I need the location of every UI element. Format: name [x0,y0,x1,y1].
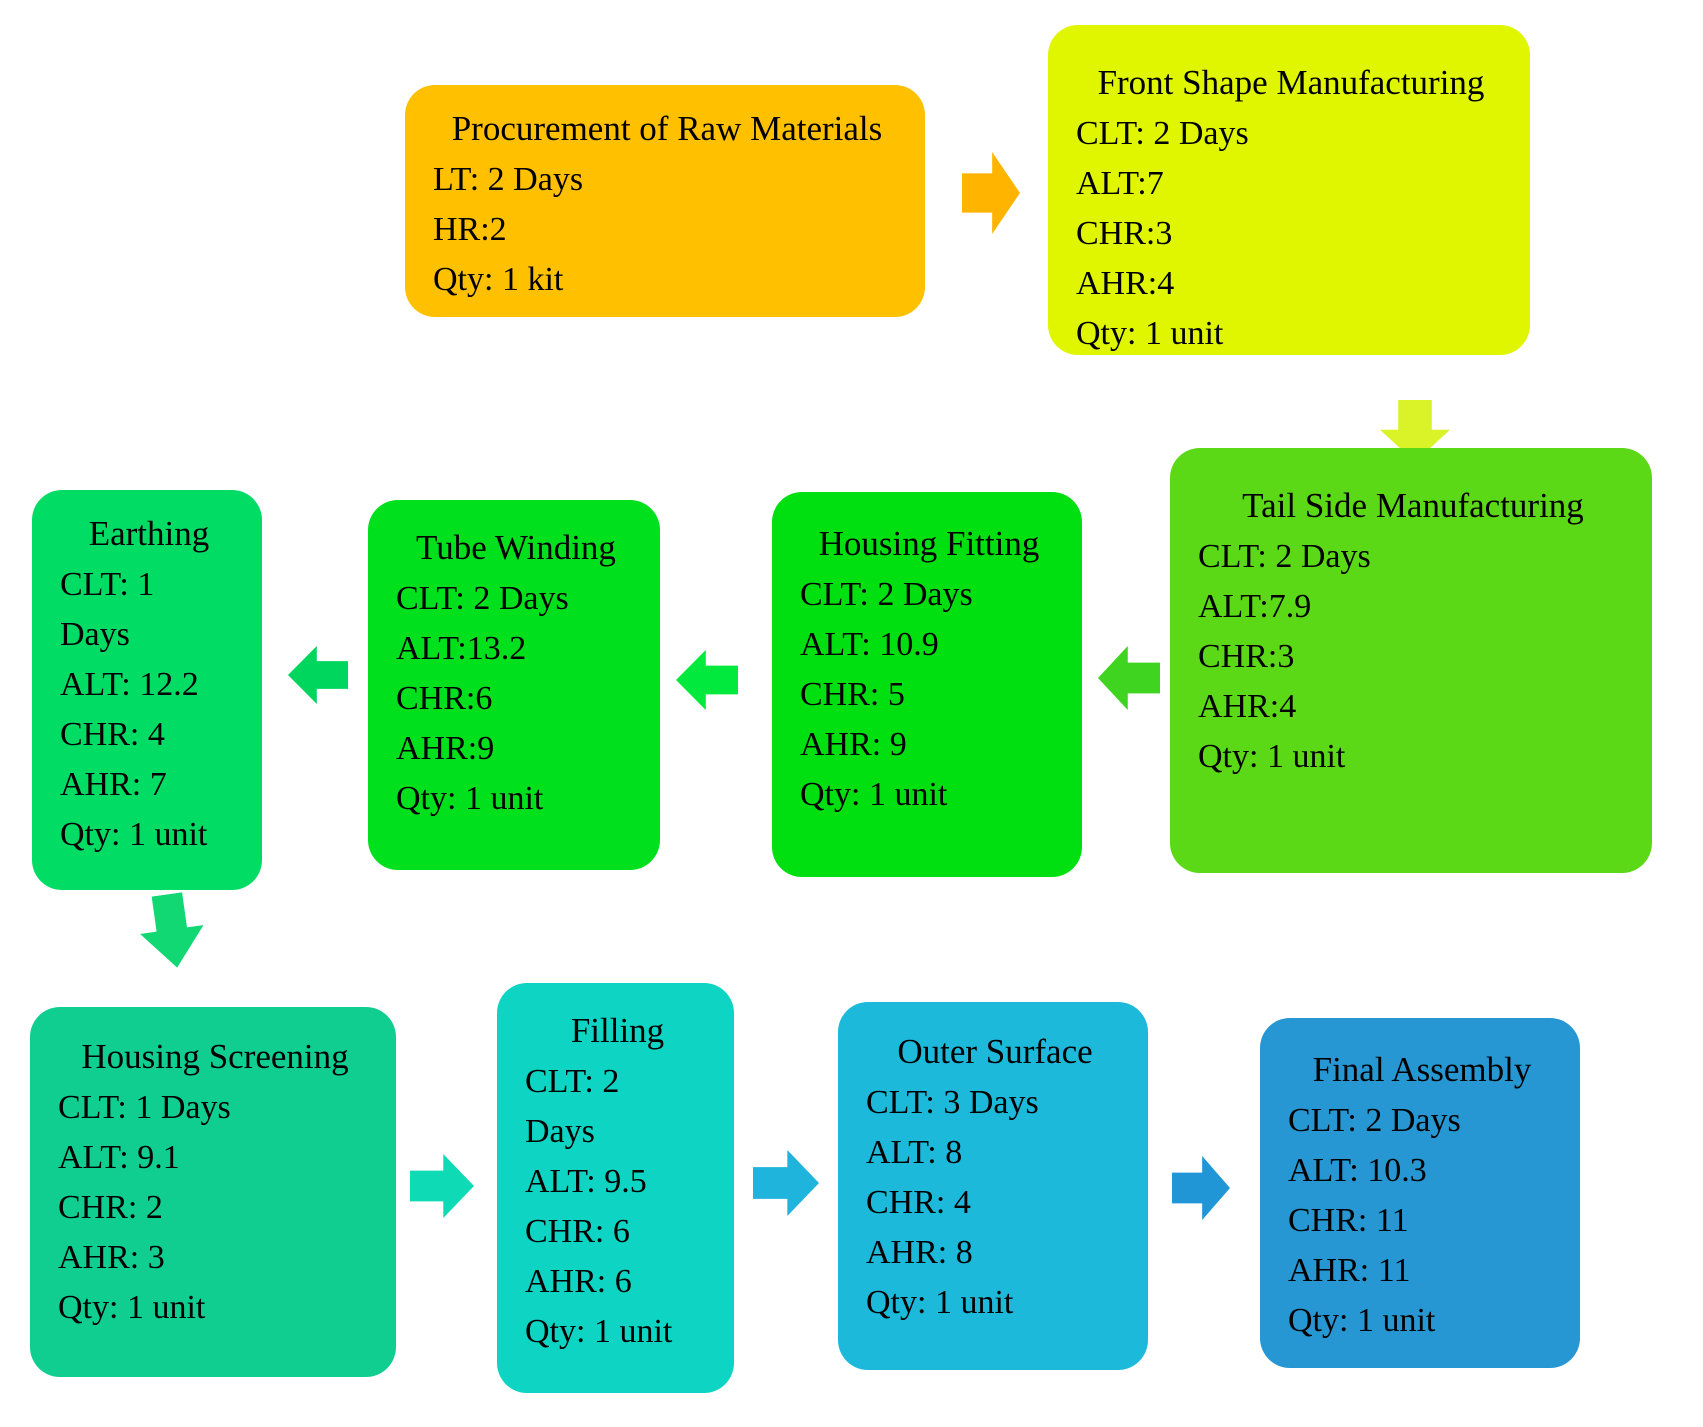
filling-line-days: Days [525,1113,595,1150]
left-arrow-icon [1098,646,1160,710]
housing-fitting-line-ahr: AHR: 9 [800,726,907,763]
tube-winding-line-ahr: AHR:9 [396,730,495,767]
right-arrow-icon [1172,1156,1230,1220]
housing-fitting-line-alt: ALT: 10.9 [800,626,939,663]
filling-line-alt: ALT: 9.5 [525,1163,647,1200]
filling-title: Filling [570,1011,665,1050]
earthing-line-alt: ALT: 12.2 [60,666,199,703]
outer-surface-line-chr: CHR: 4 [866,1184,971,1221]
housing-screening-line-clt: CLT: 1 Days [58,1089,231,1126]
right-arrow-icon [962,152,1020,234]
final-assembly-box: Final Assembly CLT: 2 Days ALT: 10.3 CHR… [1260,1018,1580,1368]
housing-fitting-title: Housing Fitting [818,524,1040,563]
final-assembly-line-clt: CLT: 2 Days [1288,1102,1461,1139]
housing-screening-box: Housing Screening CLT: 1 Days ALT: 9.1 C… [30,1007,396,1377]
tube-winding-line-alt: ALT:13.2 [396,630,527,667]
left-arrow-icon [676,650,738,710]
earthing-box: Earthing CLT: 1 Days ALT: 12.2 CHR: 4 AH… [32,490,262,890]
filling-line-ahr: AHR: 6 [525,1263,632,1300]
front-shape-line-qty: Qty: 1 unit [1076,315,1224,352]
tube-winding-line-clt: CLT: 2 Days [396,580,569,617]
filling-line-clt: CLT: 2 [525,1063,620,1100]
earthing-line-qty: Qty: 1 unit [60,816,208,853]
final-assembly-line-qty: Qty: 1 unit [1288,1302,1436,1339]
earthing-line-days: Days [60,616,130,653]
tube-winding-title: Tube Winding [416,528,616,567]
tube-winding-box: Tube Winding CLT: 2 Days ALT:13.2 CHR:6 … [368,500,660,870]
down-arrow-icon [135,890,209,972]
tail-side-title: Tail Side Manufacturing [1242,486,1584,525]
front-shape-title: Front Shape Manufacturing [1097,63,1485,102]
right-arrow-icon [753,1150,819,1216]
tail-side-manufacturing-box: Tail Side Manufacturing CLT: 2 Days ALT:… [1170,448,1652,873]
filling-line-qty: Qty: 1 unit [525,1313,673,1350]
housing-fitting-line-qty: Qty: 1 unit [800,776,948,813]
tail-side-line-ahr: AHR:4 [1198,688,1297,725]
tube-winding-line-qty: Qty: 1 unit [396,780,544,817]
housing-fitting-line-chr: CHR: 5 [800,676,905,713]
right-arrow-icon [410,1154,474,1218]
filling-box: Filling CLT: 2 Days ALT: 9.5 CHR: 6 AHR:… [497,983,734,1393]
outer-surface-line-qty: Qty: 1 unit [866,1284,1014,1321]
outer-surface-line-clt: CLT: 3 Days [866,1084,1039,1121]
procurement-line-hr: HR:2 [433,211,507,248]
final-assembly-title: Final Assembly [1312,1050,1532,1089]
housing-fitting-box: Housing Fitting CLT: 2 Days ALT: 10.9 CH… [772,492,1082,877]
tail-side-line-chr: CHR:3 [1198,638,1295,675]
tail-side-line-qty: Qty: 1 unit [1198,738,1346,775]
earthing-title: Earthing [88,514,210,553]
housing-screening-line-ahr: AHR: 3 [58,1239,165,1276]
front-shape-line-chr: CHR:3 [1076,215,1173,252]
left-arrow-icon [288,646,348,704]
final-assembly-line-alt: ALT: 10.3 [1288,1152,1427,1189]
tail-side-line-clt: CLT: 2 Days [1198,538,1371,575]
housing-screening-line-qty: Qty: 1 unit [58,1289,206,1326]
front-shape-line-ahr: AHR:4 [1076,265,1175,302]
housing-screening-line-chr: CHR: 2 [58,1189,163,1226]
procurement-box: Procurement of Raw Materials LT: 2 Days … [405,85,925,317]
front-shape-manufacturing-box: Front Shape Manufacturing CLT: 2 Days AL… [1048,25,1530,355]
earthing-line-ahr: AHR: 7 [60,766,167,803]
procurement-line-lt: LT: 2 Days [433,161,584,198]
final-assembly-line-chr: CHR: 11 [1288,1202,1409,1239]
outer-surface-title: Outer Surface [897,1032,1093,1071]
housing-screening-line-alt: ALT: 9.1 [58,1139,180,1176]
tail-side-line-alt: ALT:7.9 [1198,588,1312,625]
front-shape-line-clt: CLT: 2 Days [1076,115,1249,152]
procurement-line-qty: Qty: 1 kit [433,261,564,298]
front-shape-line-alt: ALT:7 [1076,165,1164,202]
procurement-title: Procurement of Raw Materials [451,109,883,148]
final-assembly-line-ahr: AHR: 11 [1288,1252,1411,1289]
outer-surface-box: Outer Surface CLT: 3 Days ALT: 8 CHR: 4 … [838,1002,1148,1370]
earthing-line-chr: CHR: 4 [60,716,165,753]
housing-screening-title: Housing Screening [81,1037,349,1076]
housing-fitting-line-clt: CLT: 2 Days [800,576,973,613]
earthing-line-clt: CLT: 1 [60,566,155,603]
filling-line-chr: CHR: 6 [525,1213,630,1250]
outer-surface-line-alt: ALT: 8 [866,1134,963,1171]
outer-surface-line-ahr: AHR: 8 [866,1234,973,1271]
tube-winding-line-chr: CHR:6 [396,680,493,717]
